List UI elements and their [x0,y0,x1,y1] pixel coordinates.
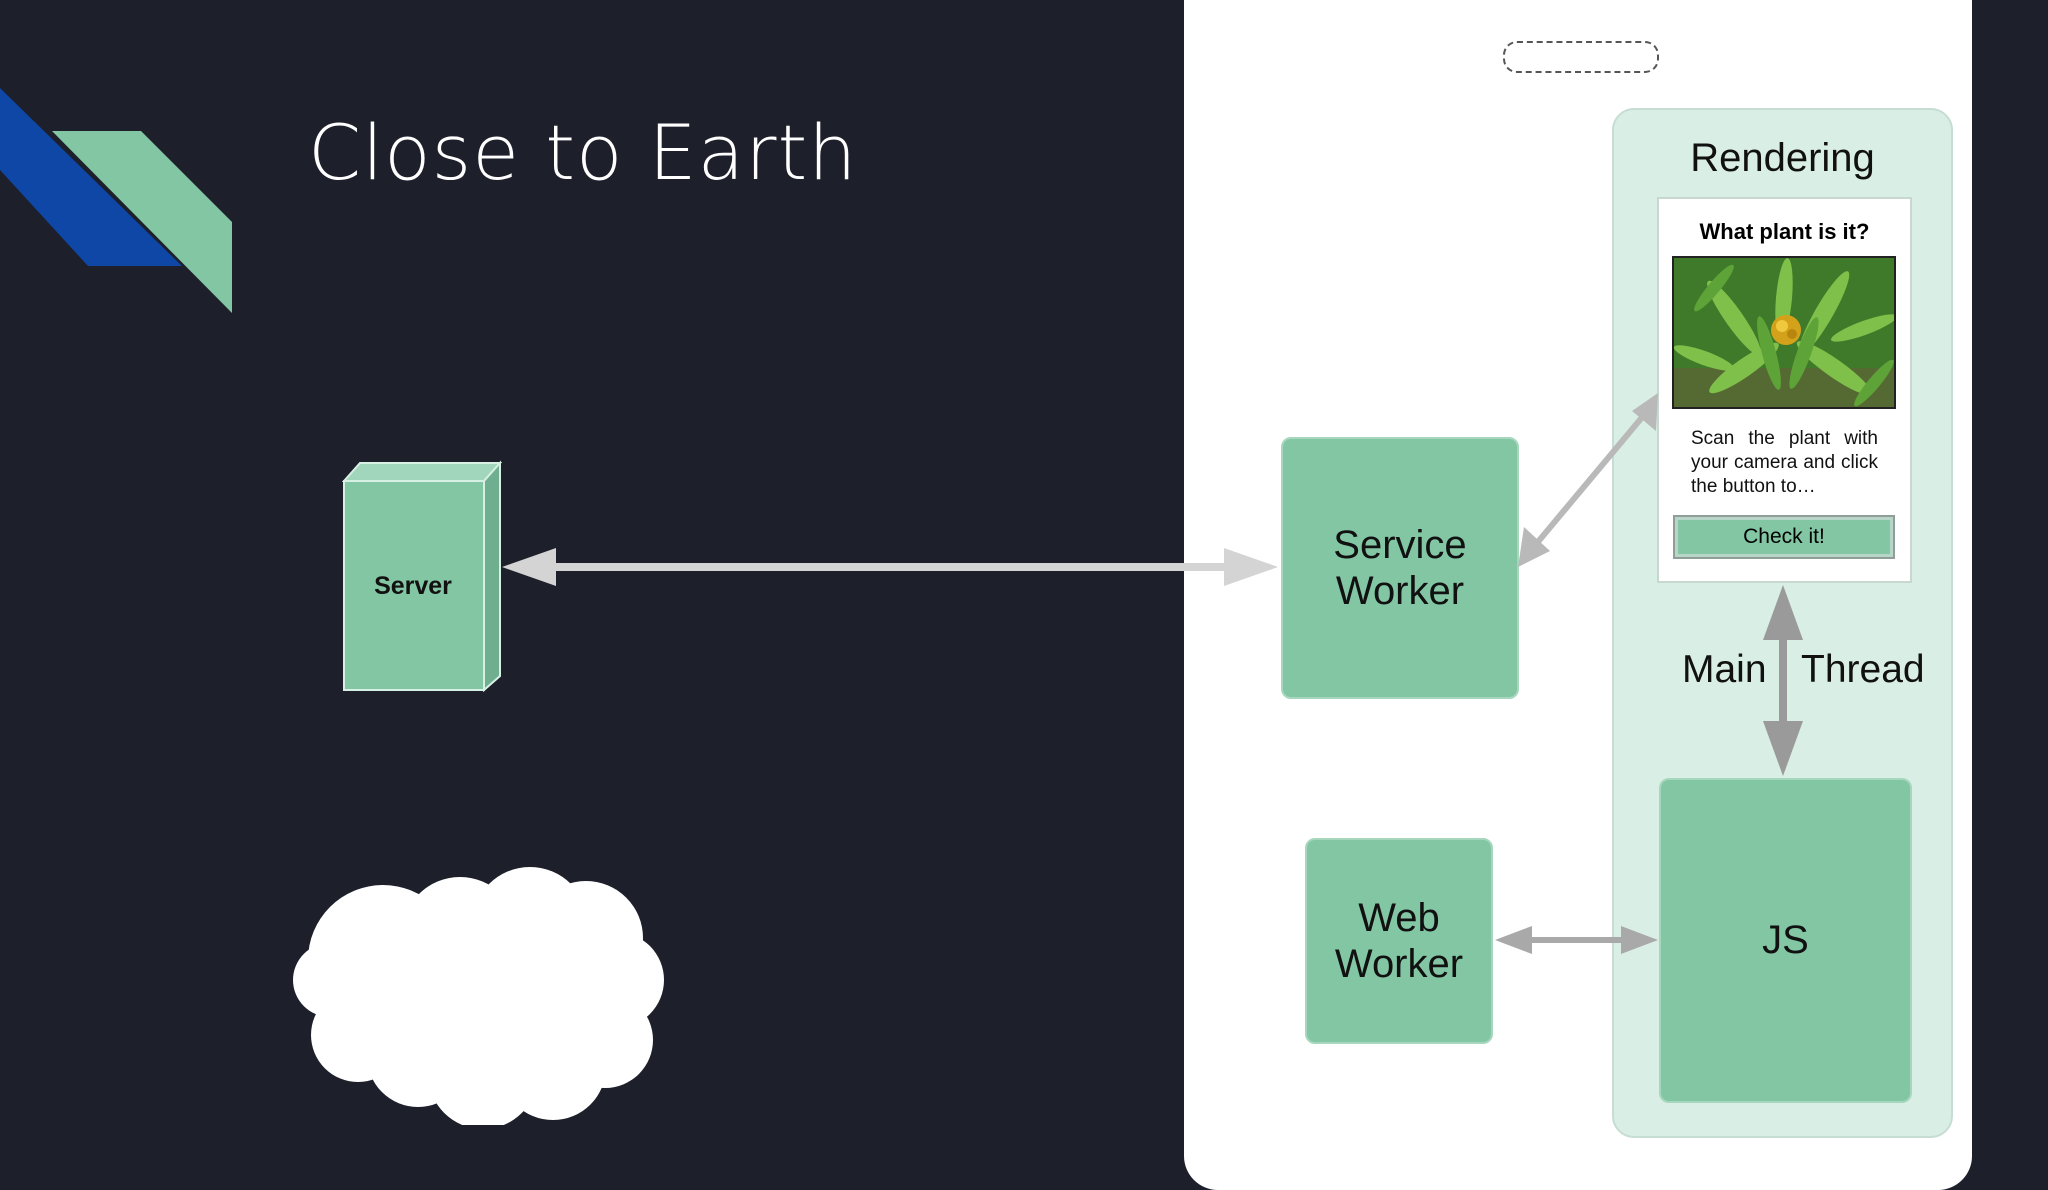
corner-stripes-logo [0,88,232,313]
slide-title: Close to Earth [308,108,858,197]
slide: Close to Earth Server Ren [0,0,1972,1190]
service-worker-box: Service Worker [1281,437,1519,699]
main-label: Main [1682,648,1767,691]
rendering-title: Rendering [1690,136,1875,180]
server-box [341,460,503,693]
card-description: Scan the plant with your camera and clic… [1691,428,1878,497]
cloud-shape [293,867,664,1125]
ww-js-arrow [1495,926,1658,954]
card-heading: What plant is it? [1699,219,1870,244]
web-worker-box: Web Worker [1305,838,1493,1044]
server-label: Server [374,572,452,600]
sw-rendering-arrow [1518,393,1658,567]
plant-photo [1672,256,1896,409]
server-sw-arrow [502,548,1278,586]
js-box: JS [1659,778,1912,1103]
phone-notch [1503,41,1659,73]
check-it-button[interactable]: Check it! [1673,515,1895,559]
main-thread-arrow [1763,585,1803,776]
thread-label: Thread [1801,648,1925,691]
